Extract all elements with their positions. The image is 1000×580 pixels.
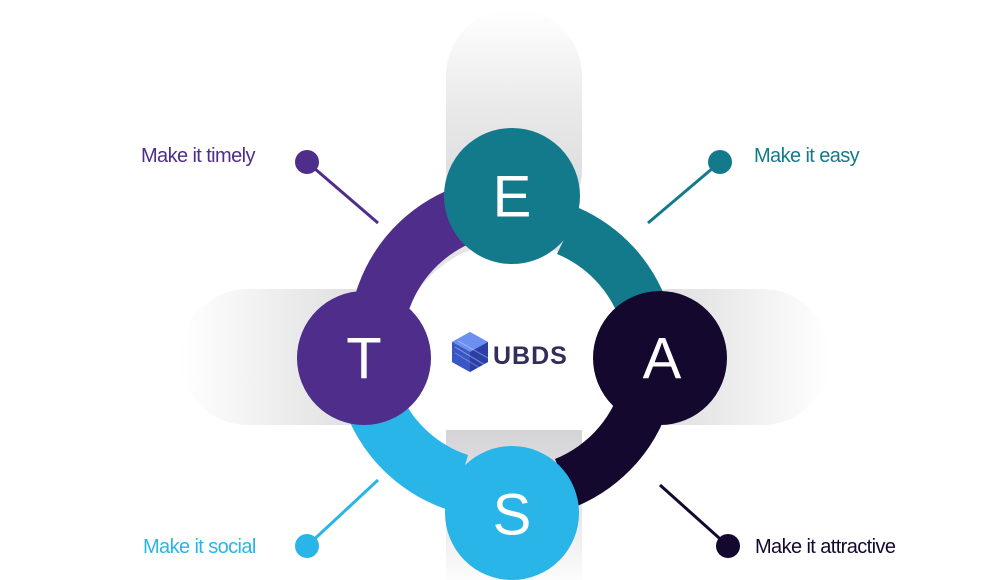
connector-dots [295, 150, 740, 558]
connector-dot-timely [295, 150, 319, 174]
connector-dot-social [295, 534, 319, 558]
brand-name: UBDS [493, 342, 568, 370]
node-attractive: A [593, 291, 727, 425]
node-social-letter: S [493, 483, 532, 548]
connectors [305, 160, 730, 548]
node-easy: E [444, 128, 580, 264]
connector-dot-attractive [716, 534, 740, 558]
label-timely: Make it timely [141, 145, 255, 167]
ring-segment-social [346, 395, 468, 511]
node-easy-letter: E [493, 165, 532, 230]
cube-logo-icon [452, 332, 489, 372]
ring-segment-timely [353, 191, 469, 320]
connector-attractive [658, 483, 730, 548]
center-logo: UBDS [452, 332, 568, 372]
node-social: S [445, 446, 579, 580]
label-easy: Make it easy [754, 145, 860, 167]
ring-segment-easy [557, 208, 668, 320]
node-social-circle [445, 446, 579, 580]
label-social: Make it social [143, 536, 256, 558]
connector-social [305, 478, 380, 548]
node-attractive-letter: A [643, 327, 682, 392]
node-timely-letter: T [346, 327, 381, 392]
node-attractive-circle [593, 291, 727, 425]
node-timely: T [297, 291, 431, 425]
label-attractive: Make it attractive [755, 536, 896, 558]
connector-timely [306, 160, 379, 225]
node-easy-circle [444, 128, 580, 264]
connector-easy [647, 160, 721, 225]
node-timely-circle [297, 291, 431, 425]
connector-dot-easy [708, 150, 732, 174]
